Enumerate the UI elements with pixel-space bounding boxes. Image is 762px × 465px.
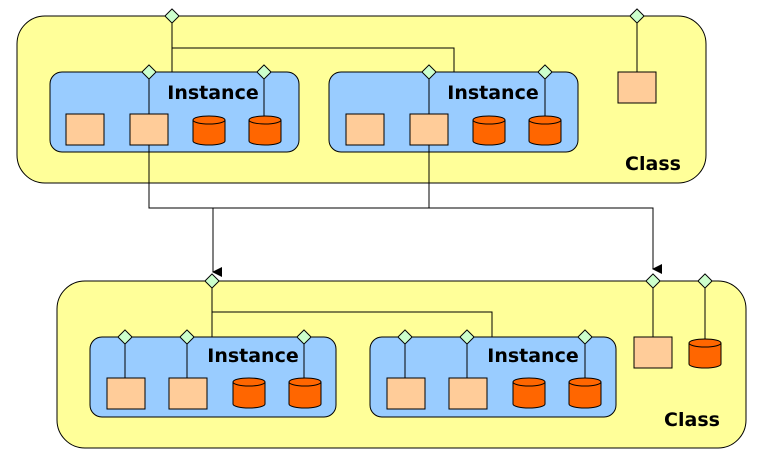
- interface-diamond: [117, 329, 133, 345]
- interface-diamond: [629, 8, 645, 24]
- port: [65, 113, 105, 146]
- interface-diamond: [459, 329, 475, 345]
- interface-diamond: [577, 329, 593, 345]
- port: [386, 377, 426, 410]
- instance-label: Instance: [487, 345, 578, 367]
- instance-box: [89, 336, 337, 418]
- instance-label: Instance: [447, 82, 538, 104]
- bottom-class: Instance Instance: [56, 273, 747, 449]
- instance-box: [328, 71, 579, 153]
- data-store-icon: [472, 115, 506, 146]
- class-label: Class: [664, 409, 720, 431]
- class-port: [617, 71, 657, 104]
- bottom-class-link-wire: [211, 281, 493, 337]
- port: [129, 113, 169, 146]
- data-store-icon: [232, 377, 266, 409]
- bottom-instance-1: Instance: [89, 329, 337, 418]
- inter-class-connectors: [148, 145, 662, 277]
- data-store-icon: [288, 377, 322, 409]
- interface-diamond: [697, 273, 713, 289]
- interface-diamond: [537, 64, 553, 80]
- data-store-icon: [248, 115, 282, 146]
- port: [106, 377, 146, 410]
- data-store-icon: [192, 115, 226, 146]
- connector-arrow: [148, 145, 662, 274]
- instance-box: [369, 336, 617, 418]
- interface-diamond: [164, 8, 180, 24]
- interface-diamond: [141, 64, 157, 80]
- instance-label: Instance: [167, 82, 258, 104]
- interface-diamond: [179, 329, 195, 345]
- data-store-icon: [512, 377, 546, 409]
- top-class: Instance Instance: [16, 8, 707, 184]
- interface-diamond: [645, 273, 661, 289]
- data-store-icon: [528, 115, 562, 146]
- class-port: [633, 336, 673, 369]
- top-instance-1: Instance: [49, 64, 300, 153]
- interface-diamond: [204, 273, 220, 289]
- port: [168, 377, 208, 410]
- interface-diamond: [397, 329, 413, 345]
- interface-diamond: [296, 329, 312, 345]
- interface-diamond: [421, 64, 437, 80]
- port: [448, 377, 488, 410]
- bottom-instance-2: Instance: [369, 329, 617, 418]
- top-instance-2: Instance: [328, 64, 579, 153]
- top-class-link-wire: [171, 16, 455, 72]
- instance-box: [49, 71, 300, 153]
- class-label: Class: [625, 153, 681, 175]
- class-data-store-icon: [688, 338, 722, 369]
- data-store-icon: [568, 377, 602, 409]
- port: [345, 113, 385, 146]
- interface-diamond: [256, 64, 272, 80]
- port: [409, 113, 449, 146]
- instance-label: Instance: [207, 345, 298, 367]
